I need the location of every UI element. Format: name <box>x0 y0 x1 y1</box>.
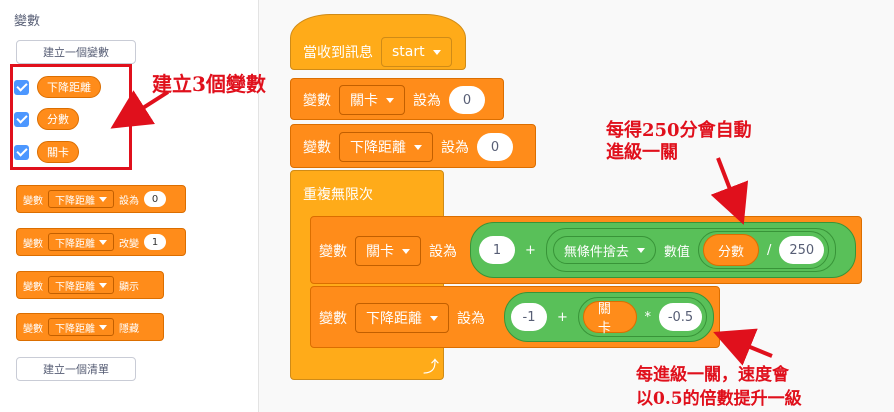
palette-change-variable-block[interactable]: 變數 下降距離 改變 1 <box>16 228 186 256</box>
block-label: 顯示 <box>119 281 139 293</box>
block-label: 變數 <box>303 93 331 109</box>
caret-down-icon <box>99 282 107 288</box>
value-input[interactable]: 250 <box>779 236 825 264</box>
block-label: 變數 <box>23 238 43 250</box>
checkbox-checked-icon[interactable] <box>14 144 29 160</box>
block-label: 設為 <box>457 311 485 327</box>
value-input[interactable]: 0 <box>144 191 166 207</box>
annotation-speed-line1: 每進級一關，速度會 <box>636 365 789 385</box>
value-input[interactable]: 0 <box>477 133 513 161</box>
value-input[interactable]: -0.5 <box>659 303 702 331</box>
arrow-icon <box>713 328 773 366</box>
block-label: 當收到訊息 <box>303 45 373 61</box>
add-operator-block[interactable]: -1 + 關卡 * -0.5 <box>504 292 714 342</box>
palette-hide-variable-block[interactable]: 變數 下降距離 隱藏 <box>16 313 164 341</box>
value-input[interactable]: 1 <box>144 234 166 250</box>
caret-down-icon <box>99 196 107 202</box>
annotation-level-up-line2: 進級一關 <box>606 142 678 163</box>
category-title: 變數 <box>14 14 41 29</box>
caret-down-icon <box>432 49 441 55</box>
arrow-icon <box>710 157 749 225</box>
caret-down-icon <box>414 144 422 150</box>
message-dropdown[interactable]: start <box>381 37 452 67</box>
multiply-operator-block[interactable]: 關卡 * -0.5 <box>577 297 707 337</box>
variable-dropdown[interactable]: 下降距離 <box>48 276 114 294</box>
make-variable-button[interactable]: 建立一個變數 <box>16 40 136 64</box>
caret-down-icon <box>386 97 394 103</box>
operator-symbol: + <box>525 242 536 258</box>
block-label: 設為 <box>413 93 441 109</box>
block-label: 設為 <box>119 195 139 207</box>
block-label: 設為 <box>441 140 469 156</box>
divide-operator-block[interactable]: 分數 / 250 <box>697 231 830 269</box>
value-input[interactable]: 0 <box>449 86 485 114</box>
variable-dropdown[interactable]: 下降距離 <box>339 132 433 162</box>
block-label: 變數 <box>319 311 347 327</box>
block-label: 變數 <box>303 140 331 156</box>
checkbox-checked-icon[interactable] <box>14 111 29 127</box>
variable-dropdown[interactable]: 下降距離 <box>48 318 114 336</box>
variable-row-fall-distance: 下降距離 <box>14 74 101 100</box>
round-down-operator-block[interactable]: 無條件捨去 數值 分數 / 250 <box>545 228 837 272</box>
loop-arrow-icon: ⤴ <box>423 357 440 376</box>
when-receive-message-hat-block[interactable]: 當收到訊息 start <box>290 14 466 70</box>
block-label: 隱藏 <box>119 323 139 335</box>
variable-dropdown[interactable]: 下降距離 <box>48 233 114 251</box>
block-label: 變數 <box>319 244 347 260</box>
annotation-speed-line2: 以0.5的倍數提升一級 <box>636 389 802 409</box>
variable-dropdown[interactable]: 關卡 <box>339 85 405 115</box>
value-input[interactable]: 1 <box>479 236 515 264</box>
block-label: 改變 <box>119 238 139 250</box>
checkbox-checked-icon[interactable] <box>14 79 29 95</box>
caret-down-icon <box>402 248 410 254</box>
variable-reporter[interactable]: 關卡 <box>582 301 637 336</box>
set-fall-distance-block[interactable]: 變數 下降距離 設為 0 <box>290 124 536 168</box>
caret-down-icon <box>99 239 107 245</box>
annotation-level-up-line1: 每得250分會自動 <box>606 120 752 141</box>
variable-reporter[interactable]: 分數 <box>37 108 79 130</box>
add-operator-block[interactable]: 1 + 無條件捨去 數值 分數 / 250 <box>470 222 856 278</box>
palette-show-variable-block[interactable]: 變數 下降距離 顯示 <box>16 271 164 299</box>
block-label: 設為 <box>429 244 457 260</box>
variable-row-level: 關卡 <box>14 139 79 165</box>
math-function-dropdown[interactable]: 無條件捨去 <box>552 236 656 264</box>
variable-reporter[interactable]: 關卡 <box>37 141 79 163</box>
caret-down-icon <box>430 315 438 321</box>
variable-dropdown[interactable]: 下降距離 <box>48 190 114 208</box>
operator-symbol: / <box>766 242 772 258</box>
variable-dropdown[interactable]: 下降距離 <box>355 303 449 333</box>
operator-symbol: + <box>557 309 568 325</box>
variable-reporter[interactable]: 分數 <box>702 234 759 266</box>
make-list-button[interactable]: 建立一個清單 <box>16 357 136 381</box>
block-label: 變數 <box>23 195 43 207</box>
blocks-palette: 變數 建立一個變數 下降距離 分數 關卡 變數 下降距離 設為 0 變數 下降距… <box>0 0 259 412</box>
annotation-create-vars: 建立3個變數 <box>152 72 266 96</box>
variable-row-score: 分數 <box>14 106 79 132</box>
block-label: 變數 <box>23 281 43 293</box>
caret-down-icon <box>636 247 645 253</box>
block-label: 重複無限次 <box>303 187 373 203</box>
caret-down-icon <box>99 324 107 330</box>
block-label: 數值 <box>663 244 690 260</box>
value-input[interactable]: -1 <box>511 303 547 331</box>
palette-set-variable-block[interactable]: 變數 下降距離 設為 0 <box>16 185 186 213</box>
block-label: 變數 <box>23 323 43 335</box>
variable-dropdown[interactable]: 關卡 <box>355 236 421 266</box>
variable-reporter[interactable]: 下降距離 <box>37 76 101 98</box>
set-level-block[interactable]: 變數 關卡 設為 0 <box>290 78 504 120</box>
operator-symbol: * <box>644 309 652 325</box>
annotation-highlight-box <box>10 64 132 170</box>
